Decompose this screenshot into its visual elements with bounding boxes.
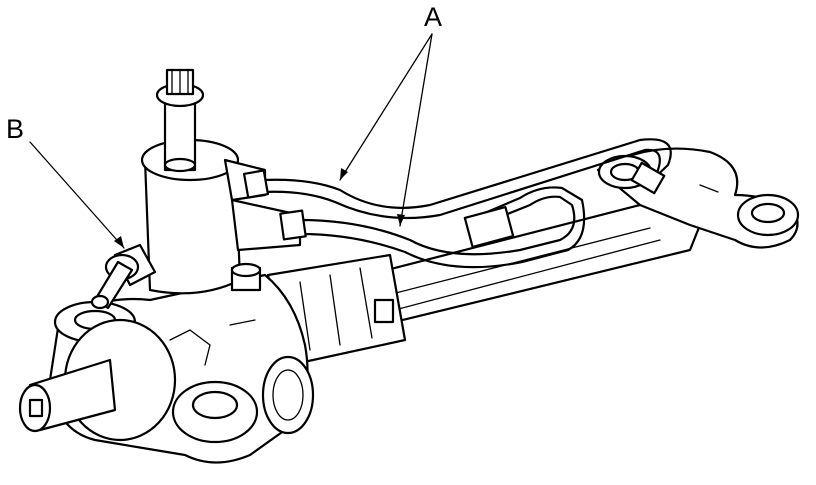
pinion-shaft: [155, 68, 205, 173]
pressure-fitting: [90, 243, 157, 310]
gearbox-housing: [48, 273, 315, 464]
leader-b: [29, 141, 125, 249]
fluid-line-upper: [242, 138, 672, 220]
arrowhead-a-1: [340, 168, 348, 180]
arrowhead-a-2: [397, 214, 405, 226]
leader-a-2: [399, 33, 433, 227]
mounting-bolt: [230, 262, 262, 292]
leader-lines: [29, 33, 433, 249]
arrowhead-b: [114, 236, 124, 248]
callout-b: B: [6, 114, 25, 144]
leader-a-1: [339, 33, 433, 181]
fluid-line-lower: [279, 186, 586, 269]
callout-a: A: [424, 2, 443, 32]
input-shaft-stub: [18, 358, 117, 433]
